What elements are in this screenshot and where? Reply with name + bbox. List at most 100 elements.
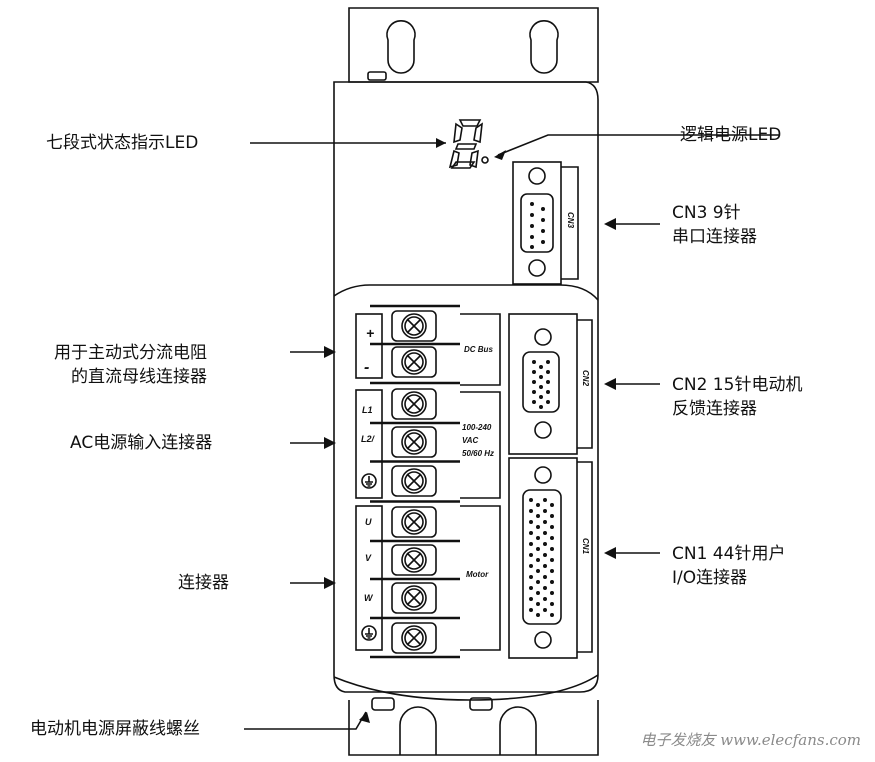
label-motor: Motor — [466, 570, 489, 579]
callout-cn3: CN3 9针 串口连接器 — [672, 201, 757, 249]
terminal-screw — [391, 310, 437, 342]
label-dc-bus: DC Bus — [464, 345, 493, 354]
terminal-block — [355, 304, 501, 659]
connector-pin — [529, 553, 533, 557]
label-cn3: CN3 — [566, 212, 575, 229]
connector-pin — [529, 586, 533, 590]
connector-pin — [529, 564, 533, 568]
connector-pin — [543, 597, 547, 601]
connector-pin — [550, 602, 554, 606]
connector-pin — [536, 613, 540, 617]
label-cn1: CN1 — [581, 538, 590, 555]
callout-text: CN1 44针用户 — [672, 544, 786, 564]
callout-text: 连接器 — [178, 573, 229, 593]
watermark: 电子发烧友 www.elecfans.com — [640, 731, 861, 749]
terminal-screw — [391, 582, 437, 614]
label-u: U — [365, 517, 372, 527]
terminal-screw — [391, 622, 437, 654]
connector-pin — [536, 503, 540, 507]
callout-text: 七段式状态指示LED — [46, 133, 199, 153]
terminal-screw — [391, 426, 437, 458]
callout-text: CN2 15针电动机 — [672, 375, 803, 395]
connector-pin — [543, 564, 547, 568]
connector-pin — [536, 525, 540, 529]
label-w: W — [364, 593, 374, 603]
label-l1: L1 — [362, 405, 373, 415]
connector-pin — [536, 536, 540, 540]
top-mounting-plate — [348, 7, 599, 83]
callout-seven-segment-led: 七段式状态指示LED — [46, 131, 198, 155]
cn1-io-connector — [508, 457, 593, 659]
label-cn2: CN2 — [581, 370, 590, 387]
connector-pin — [536, 602, 540, 606]
connector-pin — [550, 547, 554, 551]
connector-pin — [543, 553, 547, 557]
terminal-screw — [391, 388, 437, 420]
callout-text: 的直流母线连接器 — [71, 367, 207, 387]
seven-segment-display — [448, 119, 489, 169]
label-ac-range: 100-240 — [462, 423, 492, 432]
keyhole-slot-left — [386, 20, 416, 74]
connector-pin — [536, 547, 540, 551]
shield-screw-left — [371, 697, 395, 711]
connector-pin — [550, 613, 554, 617]
connector-pin — [529, 575, 533, 579]
callout-motor-connector: 连接器 — [178, 571, 229, 595]
callout-ac-power-connector: AC电源输入连接器 — [70, 431, 212, 455]
ground-icon — [361, 625, 377, 641]
connector-pin — [536, 514, 540, 518]
keyhole-slot-right — [529, 20, 559, 74]
connector-pin — [529, 608, 533, 612]
logic-power-led — [481, 156, 489, 164]
drive-body — [333, 81, 599, 693]
connector-pin — [550, 580, 554, 584]
connector-pin — [536, 569, 540, 573]
connector-pin — [543, 586, 547, 590]
callout-text: 电动机电源屏蔽线螺丝 — [30, 719, 200, 739]
callout-text: 反馈连接器 — [672, 399, 757, 419]
connector-pin — [529, 542, 533, 546]
connector-pin — [543, 542, 547, 546]
callout-cn2: CN2 15针电动机 反馈连接器 — [672, 373, 802, 421]
label-ac-freq: 50/60 Hz — [462, 449, 494, 458]
connector-pin — [550, 591, 554, 595]
connector-pin — [536, 591, 540, 595]
connector-pin — [536, 580, 540, 584]
connector-pin — [550, 536, 554, 540]
callout-shield-screw: 电动机电源屏蔽线螺丝 — [30, 717, 200, 741]
connector-pin — [543, 531, 547, 535]
label-l2: L2/ — [361, 434, 376, 444]
connector-pin — [543, 575, 547, 579]
connector-pin — [543, 608, 547, 612]
connector-pin — [529, 597, 533, 601]
callout-cn1: CN1 44针用户 I/O连接器 — [672, 542, 785, 590]
connector-pin — [550, 525, 554, 529]
bottom-mounting-plate — [348, 697, 599, 756]
connector-pin — [543, 509, 547, 513]
terminal-screw — [391, 465, 437, 497]
arrow-heads — [324, 138, 616, 723]
connector-pin — [536, 558, 540, 562]
terminal-screw — [391, 544, 437, 576]
connector-pin — [550, 514, 554, 518]
connector-pin — [550, 569, 554, 573]
connector-pin — [550, 503, 554, 507]
callout-logic-power-led: 逻辑电源LED — [680, 123, 781, 147]
label-minus: - — [364, 359, 369, 376]
callout-text: 逻辑电源LED — [680, 125, 782, 145]
cn3-serial-connector — [512, 161, 579, 285]
cn2-feedback-connector — [508, 313, 593, 455]
callout-text: I/O连接器 — [672, 568, 748, 588]
connector-pin — [543, 498, 547, 502]
terminal-screw — [391, 506, 437, 538]
connector-pin — [529, 520, 533, 524]
connector-pin — [529, 531, 533, 535]
callout-text: 串口连接器 — [672, 227, 757, 247]
connector-pin — [529, 498, 533, 502]
callout-text: 用于主动式分流电阻 — [54, 343, 207, 363]
connector-pin — [529, 509, 533, 513]
connector-pin — [550, 558, 554, 562]
label-ac-vac: VAC — [462, 436, 479, 445]
connector-pin — [543, 520, 547, 524]
